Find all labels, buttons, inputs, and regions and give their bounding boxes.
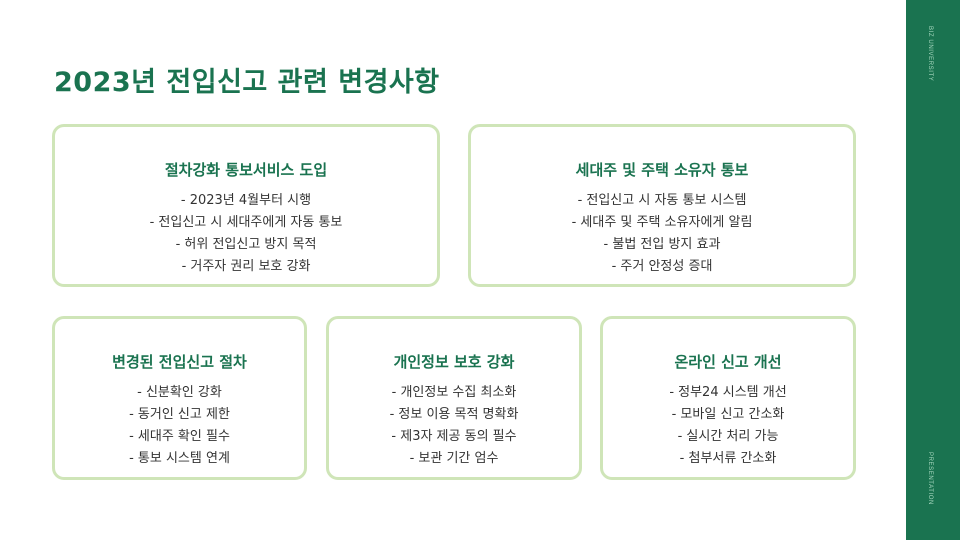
card-line: - 보관 기간 엄수 — [409, 451, 499, 466]
card-line: - 전입신고 시 자동 통보 시스템 — [577, 193, 747, 208]
card-changed-procedure: 변경된 전입신고 절차 - 신분확인 강화 - 동거인 신고 제한 - 세대주 … — [52, 316, 307, 480]
card-title: 온라인 신고 개선 — [674, 353, 782, 371]
card-line: - 전입신고 시 세대주에게 자동 통보 — [149, 215, 343, 230]
sidebar-band — [906, 0, 960, 540]
card-line: - 모바일 신고 간소화 — [671, 407, 785, 422]
slide-title: 2023년 전입신고 관련 변경사항 — [54, 67, 440, 98]
card-line: - 정부24 시스템 개선 — [669, 385, 787, 400]
card-title: 개인정보 보호 강화 — [393, 353, 515, 371]
card-title: 절차강화 통보서비스 도입 — [164, 161, 328, 179]
card-line: - 주거 안정성 증대 — [611, 259, 713, 274]
card-line: - 허위 전입신고 방지 목적 — [175, 237, 317, 252]
card-line: - 통보 시스템 연계 — [129, 451, 230, 466]
card-line: - 세대주 확인 필수 — [129, 429, 230, 444]
card-line: - 거주자 권리 보호 강화 — [181, 259, 311, 274]
card-title: 세대주 및 주택 소유자 통보 — [575, 161, 749, 179]
card-line: - 2023년 4월부터 시행 — [180, 193, 312, 208]
card-line: - 신분확인 강화 — [137, 385, 222, 400]
card-line: - 불법 전입 방지 효과 — [603, 237, 721, 252]
card-owner-notification: 세대주 및 주택 소유자 통보 - 전입신고 시 자동 통보 시스템 - 세대주… — [468, 124, 856, 287]
footer-label: PRESENTATION — [927, 452, 933, 505]
card-line: - 제3자 제공 동의 필수 — [391, 429, 517, 444]
card-line: - 첨부서류 간소화 — [679, 451, 777, 466]
card-title: 변경된 전입신고 절차 — [112, 353, 247, 371]
card-line: - 정보 이용 목적 명확화 — [389, 407, 519, 422]
brand-label: BIZ UNIVERSITY — [927, 26, 933, 82]
card-line: - 동거인 신고 제한 — [129, 407, 230, 422]
card-online-improvement: 온라인 신고 개선 - 정부24 시스템 개선 - 모바일 신고 간소화 - 실… — [600, 316, 856, 480]
card-notification-service: 절차강화 통보서비스 도입 - 2023년 4월부터 시행 - 전입신고 시 세… — [52, 124, 440, 287]
card-line: - 개인정보 수집 최소화 — [391, 385, 517, 400]
card-line: - 실시간 처리 가능 — [677, 429, 779, 444]
card-privacy-protection: 개인정보 보호 강화 - 개인정보 수집 최소화 - 정보 이용 목적 명확화 … — [326, 316, 582, 480]
card-line: - 세대주 및 주택 소유자에게 알림 — [571, 215, 753, 230]
